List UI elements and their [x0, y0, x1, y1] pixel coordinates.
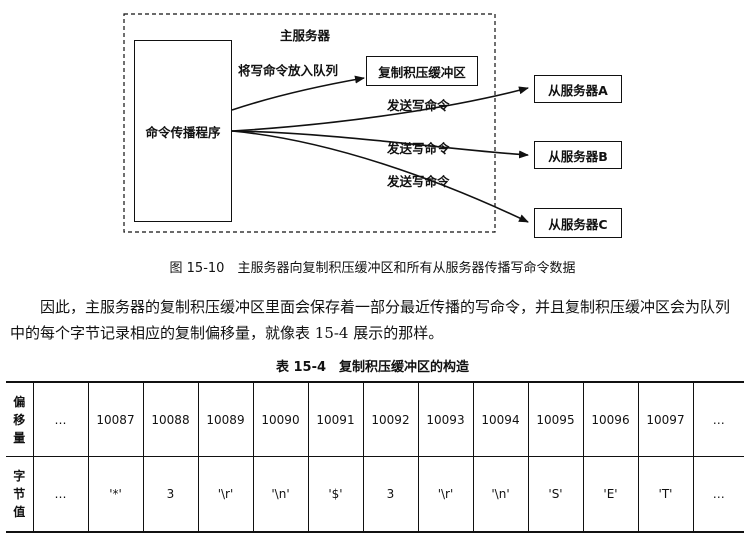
offset-cell: 10095 [527, 382, 584, 457]
row-header-char: 节 [13, 487, 26, 501]
byte-cell: 'E' [582, 456, 639, 532]
offset-cell: 10094 [472, 382, 529, 457]
body-paragraph: 因此，主服务器的复制积压缓冲区里面会保存着一部分最近传播的写命令，并且复制积压缓… [10, 298, 731, 342]
backlog-box: 复制积压缓冲区 [366, 56, 478, 86]
figure-diagram [123, 13, 529, 233]
row-header-byte: 字 节 值 [6, 456, 34, 532]
table-row-bytes: 字 节 值 … '*' 3 '\r' '\n' '$' 3 '\r' '\n' … [6, 456, 744, 532]
figure: 主服务器 命令传播程序 将写命令放入队列 复制积压缓冲区 发送写命令 发送写命令… [0, 0, 745, 250]
offset-cell: 10088 [142, 382, 199, 457]
arrow-to-slave-a [231, 86, 529, 132]
offset-cell: … [32, 382, 89, 457]
byte-cell: 3 [142, 456, 199, 532]
offset-cell: 10090 [252, 382, 309, 457]
byte-cell: '$' [307, 456, 364, 532]
table-title: 表 15-4 复制积压缓冲区的构造 [275, 360, 470, 375]
byte-cell: '\n' [472, 456, 529, 532]
master-region [123, 13, 496, 233]
arrow-to-slave-b [231, 130, 529, 159]
byte-cell: … [692, 456, 744, 532]
offset-cell: … [692, 382, 744, 457]
slave-a-label: 从服务器A [548, 82, 608, 98]
backlog-table: 偏 移 量 … 10087 10088 10089 10090 10091 10… [6, 381, 744, 533]
row-header-char: 偏 [13, 394, 26, 409]
send-label-b: 发送写命令 [387, 141, 450, 156]
master-label: 主服务器 [280, 28, 331, 43]
propagator-label: 命令传播程序 [145, 124, 221, 140]
byte-cell: 'S' [527, 456, 584, 532]
byte-cell: '*' [87, 456, 144, 532]
send-label-c: 发送写命令 [387, 174, 450, 189]
offset-cell: 10089 [197, 382, 254, 457]
offset-cell: 10091 [307, 382, 364, 457]
byte-cell: … [32, 456, 89, 532]
backlog-label: 复制积压缓冲区 [378, 64, 466, 80]
arrow-to-slave-c [231, 130, 529, 223]
row-header-char: 量 [13, 430, 26, 445]
slave-b-box: 从服务器B [534, 141, 622, 169]
row-header-char: 字 [13, 469, 26, 483]
offset-cell: 10097 [637, 382, 694, 457]
byte-cell: '\r' [197, 456, 254, 532]
row-header-char: 值 [13, 505, 26, 519]
figure-caption: 图 15-10 主服务器向复制积压缓冲区和所有从服务器传播写命令数据 [169, 261, 576, 276]
slave-c-label: 从服务器C [548, 216, 608, 232]
offset-cell: 10093 [417, 382, 474, 457]
byte-cell: '\r' [417, 456, 474, 532]
row-header-char: 移 [13, 412, 26, 427]
offset-cell: 10096 [582, 382, 639, 457]
slave-a-box: 从服务器A [534, 75, 622, 103]
table-row-offsets: 偏 移 量 … 10087 10088 10089 10090 10091 10… [6, 382, 744, 457]
propagator-box: 命令传播程序 [134, 40, 232, 222]
offset-cell: 10092 [362, 382, 419, 457]
byte-cell: 3 [362, 456, 419, 532]
byte-cell: '\n' [252, 456, 309, 532]
send-label-a: 发送写命令 [387, 98, 450, 113]
slave-c-box: 从服务器C [534, 208, 622, 238]
offset-cell: 10087 [87, 382, 144, 457]
row-header-offset: 偏 移 量 [6, 382, 34, 457]
arrow-to-backlog [231, 75, 365, 111]
slave-b-label: 从服务器B [548, 148, 608, 164]
enqueue-label: 将写命令放入队列 [238, 63, 339, 78]
byte-cell: 'T' [637, 456, 694, 532]
